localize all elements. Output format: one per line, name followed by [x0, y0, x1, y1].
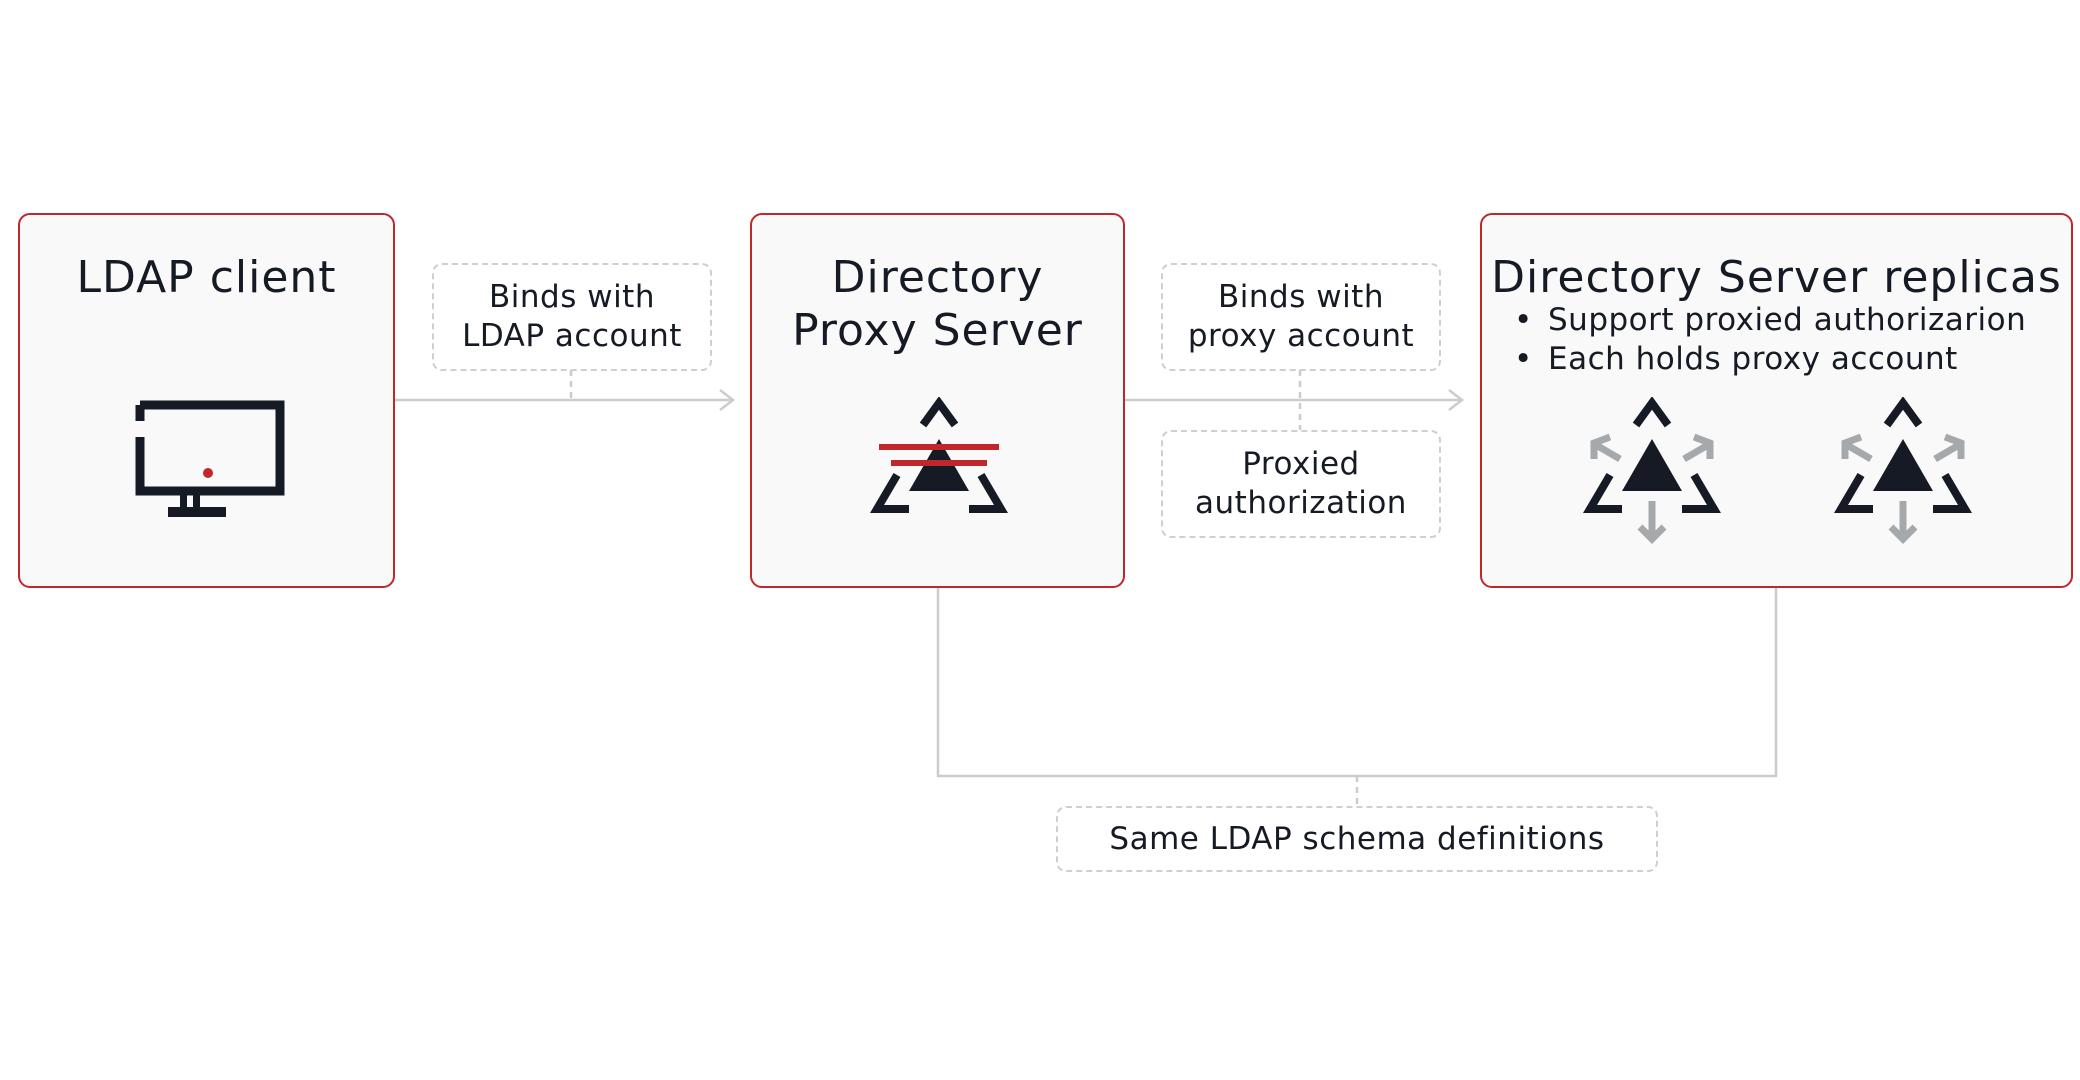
ldap-client-node: LDAP client [18, 213, 395, 588]
edge-schema-link [936, 588, 1778, 778]
binds-with-ldap-account-text: Binds with LDAP account [462, 279, 682, 354]
directory-server-replica-icon [1834, 397, 1972, 544]
replica-feature-item: Each holds proxy account [1512, 340, 2026, 379]
replica-feature-item: Support proxied authorizarion [1512, 301, 2026, 340]
proxy-server-icon [870, 397, 1008, 513]
directory-server-replica-icon [1583, 397, 1721, 544]
binds-with-ldap-account-label: Binds with LDAP account [432, 263, 712, 371]
directory-server-replicas-title: Directory Server replicas [1491, 252, 2062, 303]
directory-server-replicas-node: Directory Server replicas Support proxie… [1480, 213, 2073, 588]
same-ldap-schema-definitions-text: Same LDAP schema definitions [1109, 820, 1605, 857]
ldap-client-title: LDAP client [76, 252, 337, 303]
binds-with-proxy-account-label: Binds with proxy account [1161, 263, 1441, 371]
same-ldap-schema-definitions-label: Same LDAP schema definitions [1056, 806, 1658, 872]
arrowhead-proxy-to-replicas [1448, 389, 1465, 411]
directory-proxy-server-title: Directory Proxy Server [792, 252, 1083, 356]
proxied-authorization-label: Proxied authorization [1161, 430, 1441, 538]
proxied-authorization-text: Proxied authorization [1195, 446, 1407, 521]
replica-features-list: Support proxied authorizarion Each holds… [1512, 301, 2026, 379]
binds-with-proxy-account-text: Binds with proxy account [1187, 279, 1415, 354]
arrowhead-client-to-proxy [719, 389, 736, 411]
monitor-icon [135, 400, 285, 517]
directory-proxy-server-node: Directory Proxy Server [750, 213, 1125, 588]
